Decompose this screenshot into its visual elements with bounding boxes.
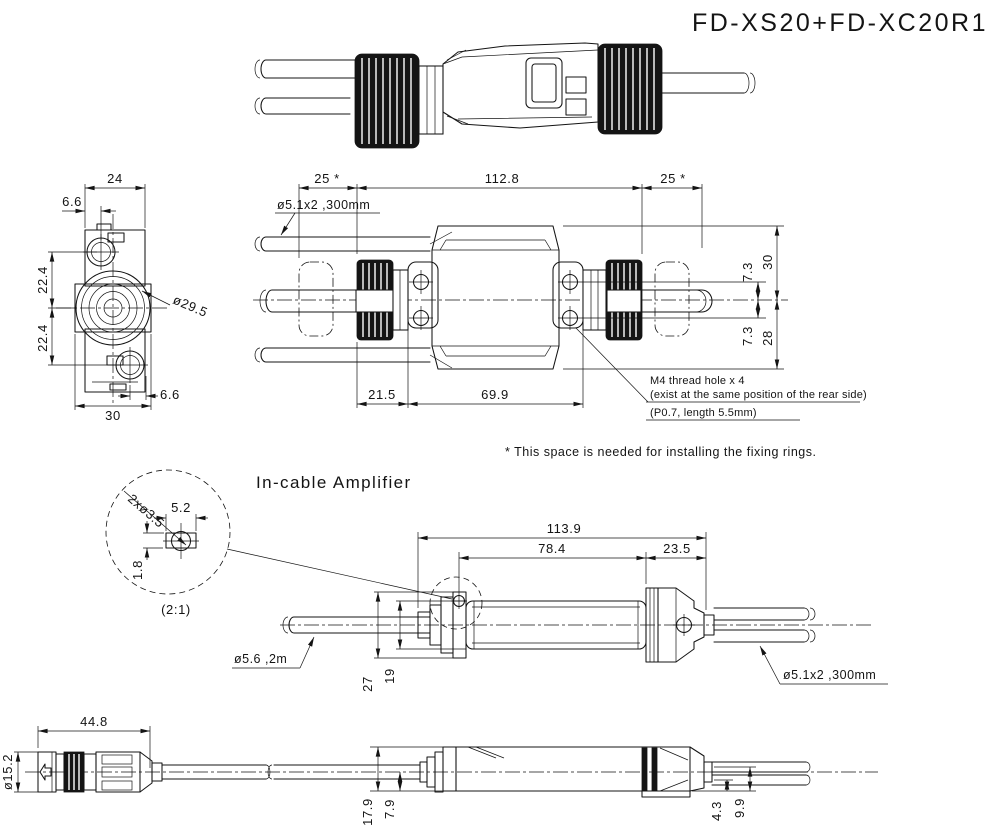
drawing-title: FD-XS20+FD-XC20R1	[692, 9, 988, 37]
mounting-plate-left	[407, 261, 439, 329]
dim-plan-nut: 21.5	[368, 387, 396, 402]
m12-grip	[95, 751, 141, 793]
dim-plan-case: 69.9	[481, 387, 509, 402]
dim-amp-conn-height: 27	[360, 676, 375, 692]
amp-end-cap	[657, 587, 705, 663]
dim-amp-body: 78.4	[538, 541, 566, 556]
label-cable-amp: ø5.1x2 ,300mm	[783, 668, 876, 682]
detail-circle	[105, 469, 231, 595]
dim-side-cable-high: 9.9	[732, 798, 747, 818]
dim-amp-body-height: 19	[382, 668, 397, 684]
note-m4-line2: (exist at the same position of the rear …	[650, 389, 867, 401]
dim-head-bottom-width: 30	[105, 408, 121, 423]
note-fixing-rings: * This space is needed for installing th…	[505, 445, 816, 459]
view-amp-plan: 113.9 78.4 23.5 27 19 ø5.6 ,2m ø5.1x2 ,3…	[232, 521, 888, 692]
amp-section-heading: In-cable Amplifier	[256, 473, 412, 492]
dim-head-top-offset: 6.6	[62, 194, 82, 209]
dim-plan-length: 112.8	[485, 171, 520, 186]
label-cable-main: ø5.6 ,2m	[234, 652, 287, 666]
note-m4-line1: M4 thread hole x 4	[650, 375, 745, 387]
dim-plan-hole-up: 7.3	[740, 262, 755, 282]
knurled-nut-right	[597, 43, 663, 135]
dim-plan-space-left: 25 *	[314, 171, 340, 186]
display-window	[525, 57, 563, 109]
dim-plan-height-bottom: 28	[760, 330, 775, 346]
dim-head-upper-height: 22.4	[35, 266, 50, 294]
view-head-on: 24 6.6 22.4 22.4 30 6.6 ø29.5	[35, 171, 210, 423]
label-detail-scale: (2:1)	[161, 602, 191, 617]
view-amp-side: ø15.2 44.8 17.9 7.9 4.3 9.9	[0, 714, 878, 826]
fixing-ring-space-left	[298, 261, 334, 337]
note-m4-line3: (P0.7, length 5.5mm)	[650, 407, 757, 419]
dim-detail-height: 1.8	[130, 560, 145, 580]
dim-amp-total: 113.9	[547, 521, 582, 536]
orientation-arrow-icon	[39, 763, 52, 781]
amp-side-flange	[442, 746, 457, 792]
plan-body	[431, 225, 560, 370]
view-perspective	[254, 42, 756, 149]
knurled-nut-left	[354, 53, 420, 149]
dim-plan-hole-dn: 7.3	[740, 326, 755, 346]
dim-conn-length: 44.8	[80, 714, 108, 729]
view-detail: 2xø3.5 5.2 1.8 (2:1)	[105, 469, 453, 617]
dim-side-cable-low: 4.3	[709, 801, 724, 821]
label-detail-hole: 2xø3.5	[125, 491, 168, 531]
dim-conn-diameter: ø15.2	[0, 754, 15, 790]
dim-side-height-body: 7.9	[382, 799, 397, 819]
fixing-ring-space-right	[654, 261, 690, 337]
dim-detail-width: 5.2	[171, 500, 191, 515]
lens-outer-ring	[75, 270, 151, 346]
dim-head-bottom-offset: 6.6	[160, 387, 180, 402]
label-cable-plan: ø5.1x2 ,300mm	[277, 198, 370, 212]
dim-side-height-total: 17.9	[360, 798, 375, 826]
label-lens-diameter: ø29.5	[171, 292, 210, 320]
dim-head-lower-height: 22.4	[35, 324, 50, 352]
amp-side-body	[455, 746, 691, 792]
dim-amp-cap: 23.5	[663, 541, 691, 556]
dim-plan-space-right: 25 *	[660, 171, 686, 186]
view-plan: 25 * 112.8 25 * 7.3 7.3 30 28 21.5 69.9 …	[253, 171, 867, 421]
dim-head-top-width: 24	[107, 171, 123, 186]
dim-plan-height-top: 30	[760, 254, 775, 270]
